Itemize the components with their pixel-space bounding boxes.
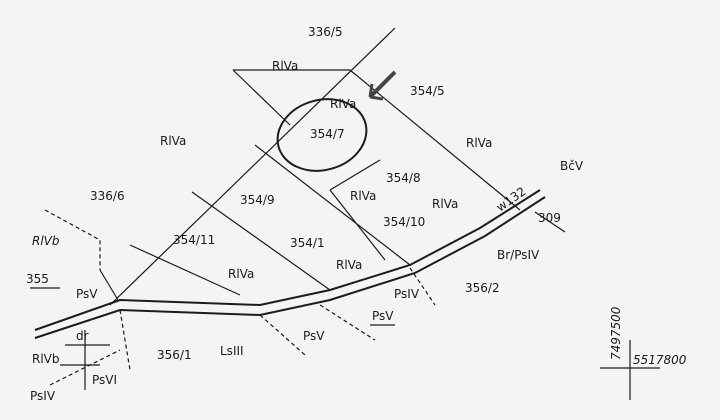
parcel-355: 355	[26, 272, 49, 286]
parcel-356-1: 356/1	[157, 348, 192, 362]
pointer-arrow-icon	[368, 70, 397, 101]
land-use-rlva-mid1: RlVa	[350, 189, 376, 203]
land-use-pslv-mid: PsIV	[394, 287, 420, 301]
land-use-psv-bottom: PsV	[372, 309, 394, 323]
land-use-psvl: PsVI	[92, 373, 117, 387]
land-use-psv-left: PsV	[76, 287, 98, 301]
parcel-354-5: 354/5	[410, 84, 445, 98]
parcel-354-9: 354/9	[240, 193, 275, 207]
dashed-boundaries	[44, 209, 436, 386]
land-use-bv: BčV	[560, 159, 584, 173]
land-use-rlva-bottom1: RlVa	[228, 267, 254, 281]
highlighted-parcel-outline	[276, 98, 368, 172]
parcel-354-10: 354/10	[383, 215, 425, 229]
land-use-rlva-circle: RlVa	[330, 97, 356, 111]
land-use-rlva-right: RlVa	[466, 136, 492, 150]
coordinate-x: 5517800	[633, 353, 687, 367]
parcel-356-2: 356/2	[465, 281, 500, 295]
parcel-354-7: 354/7	[310, 127, 345, 141]
land-use-dr: dr	[76, 329, 89, 343]
land-use-rlva-bottom2: RlVa	[336, 258, 362, 272]
parcel-309: 309	[538, 211, 561, 225]
parcel-336-6: 336/6	[90, 189, 125, 203]
land-use-rlva-top: RlVa	[272, 59, 298, 73]
parcel-354-8: 354/8	[386, 171, 421, 185]
coordinate-y: 7497500	[609, 306, 623, 360]
land-use-lslll: LsIII	[220, 344, 244, 358]
land-use-br-pslv: Br/PsIV	[497, 248, 540, 262]
land-use-rlvb-bottom: RlVb	[32, 352, 60, 366]
parcel-354-11: 354/11	[173, 233, 215, 247]
land-use-rlva-left: RlVa	[160, 134, 186, 148]
parcel-336-5: 336/5	[308, 25, 343, 39]
land-use-rlva-mid2: RlVa	[432, 197, 458, 211]
parcel-354-1: 354/1	[290, 236, 325, 250]
survey-markers	[30, 211, 660, 400]
land-use-psv-bottom2: PsV	[303, 329, 325, 343]
land-use-rlvb-left: RlVb	[32, 234, 60, 248]
land-use-pslv-bottom: PsIV	[30, 389, 56, 403]
